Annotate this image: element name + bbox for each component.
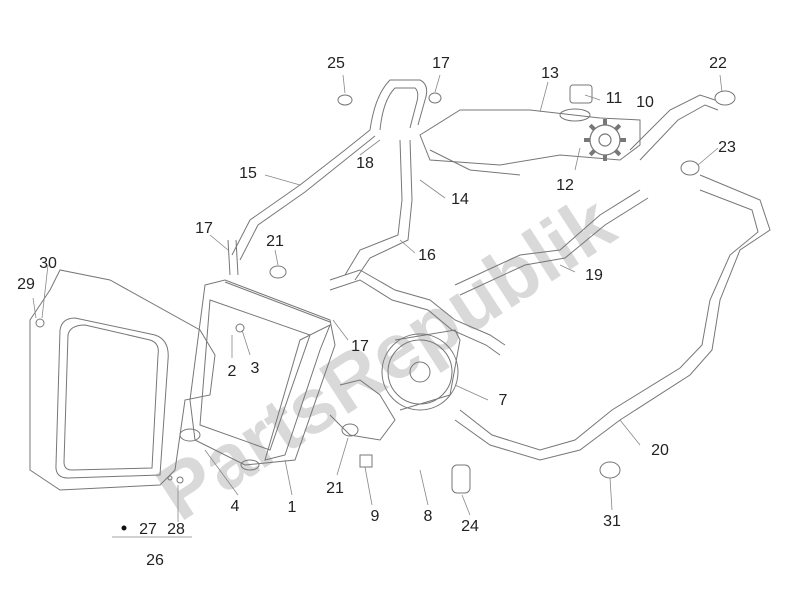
label-12: 12: [556, 177, 574, 194]
label-17-top: 17: [432, 55, 450, 72]
radiator: [179, 279, 336, 471]
label-10: 10: [636, 94, 654, 111]
radiator-cover: [29, 269, 216, 491]
cooling-fan: [381, 329, 461, 411]
expansion-tank: [419, 84, 641, 176]
label-8: 8: [424, 508, 433, 525]
label-31: 31: [603, 513, 621, 530]
label-11: 11: [606, 90, 623, 107]
label-15: 15: [239, 165, 257, 182]
label-24: 24: [461, 518, 479, 535]
label-30: 30: [39, 255, 57, 272]
bullet-dot: [121, 525, 127, 531]
label-20: 20: [651, 442, 669, 459]
label-16: 16: [418, 247, 436, 264]
label-26: 26: [146, 552, 164, 569]
label-1: 1: [288, 499, 297, 516]
part-labels: 1 2 3 4 7 8 9 10 11 12 13 14 15 16 17 17…: [17, 55, 736, 569]
label-29: 29: [17, 276, 35, 293]
label-3: 3: [251, 360, 260, 377]
label-25: 25: [327, 55, 345, 72]
label-28: 28: [167, 521, 185, 538]
label-17-mid: 17: [351, 338, 369, 355]
label-4: 4: [231, 498, 240, 515]
label-7: 7: [499, 392, 508, 409]
label-13: 13: [541, 65, 559, 82]
leader-lines: [32, 74, 723, 538]
label-21-bottom: 21: [326, 480, 344, 497]
label-23: 23: [718, 139, 736, 156]
label-21-top: 21: [266, 233, 284, 250]
label-2: 2: [228, 363, 237, 380]
label-18: 18: [356, 155, 374, 172]
label-19: 19: [585, 267, 603, 284]
gear-icon: [584, 119, 626, 161]
label-14: 14: [451, 191, 469, 208]
label-17-left: 17: [195, 220, 213, 237]
hoses: [35, 79, 771, 494]
label-22: 22: [709, 55, 727, 72]
label-9: 9: [371, 508, 380, 525]
label-27: 27: [139, 521, 157, 538]
